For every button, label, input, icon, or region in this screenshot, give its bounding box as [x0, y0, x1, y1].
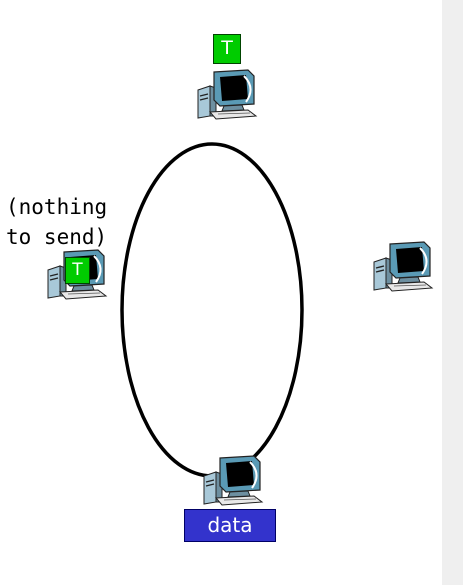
computer-icon-bottom [203, 455, 264, 506]
right-margin [442, 0, 463, 585]
token-top: T [213, 34, 241, 64]
token-left: T [65, 257, 90, 284]
computer-icon-top [197, 69, 258, 120]
token-ring [120, 142, 304, 478]
nothing-to-send-label: (nothing to send) [6, 195, 108, 249]
data-frame: data [184, 509, 276, 542]
computer-icon-right [373, 241, 434, 292]
